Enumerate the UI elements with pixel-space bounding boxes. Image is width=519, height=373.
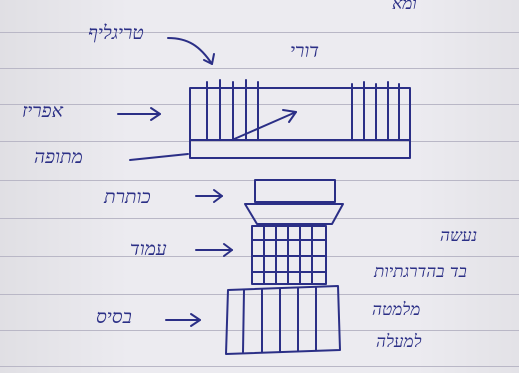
label-base: בסיס xyxy=(96,306,132,328)
base-drawing xyxy=(225,285,341,355)
side-note-line-4: למעלה xyxy=(376,332,422,352)
label-architrave: אפריז xyxy=(22,100,63,122)
ruled-line xyxy=(0,218,519,219)
entablature-drawing xyxy=(189,79,411,159)
ruled-line xyxy=(0,330,519,331)
ruled-line xyxy=(0,141,519,142)
side-note-line-2: בד בהדרגתיות xyxy=(374,262,467,282)
label-cornice: מתופה xyxy=(34,146,83,168)
side-note-line-3: מלמטה xyxy=(372,300,421,320)
ruled-line xyxy=(0,32,519,33)
ruled-line xyxy=(0,68,519,69)
label-capital: כותרת xyxy=(104,186,151,208)
side-note-line-1: נעשה xyxy=(440,226,478,246)
label-column: עמוד xyxy=(130,238,167,260)
label-triglyph: טריגליף xyxy=(88,22,144,44)
page-title: דורי xyxy=(290,40,319,62)
column-drawing xyxy=(251,225,327,285)
ruled-line xyxy=(0,294,519,295)
ruled-line xyxy=(0,104,519,105)
capital-drawing xyxy=(244,179,344,225)
ruled-line xyxy=(0,366,519,367)
top-corner-scribble: ומא xyxy=(392,0,417,14)
label-arrows xyxy=(117,37,233,327)
